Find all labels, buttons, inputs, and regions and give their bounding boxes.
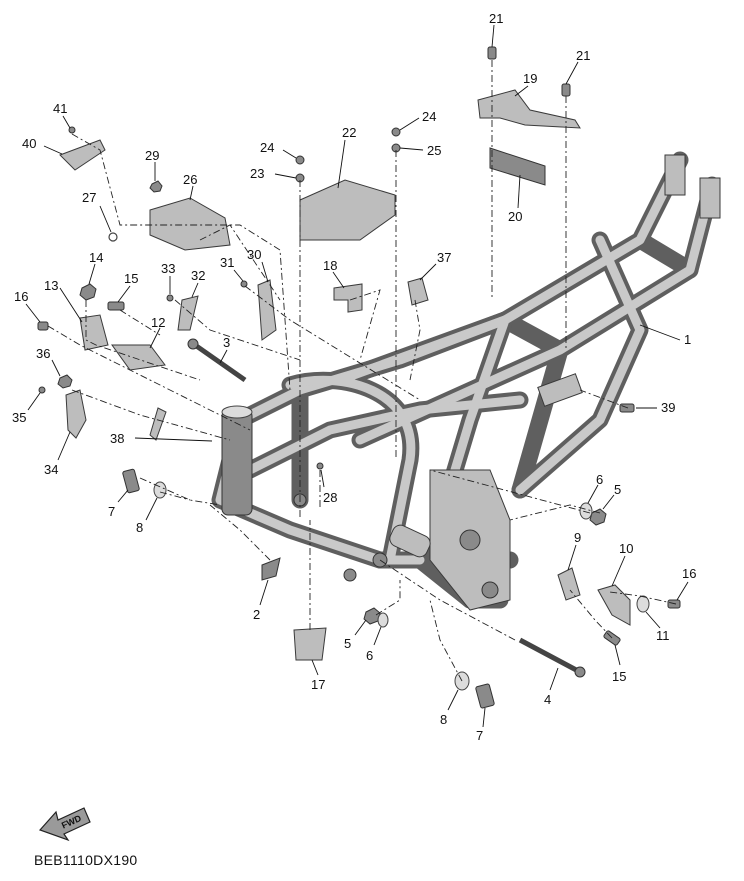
part-30-bracket: [257, 279, 277, 341]
part-21-bolt-left: [487, 46, 497, 60]
callout-9: 9: [574, 530, 581, 545]
callout-15-left: 15: [124, 271, 138, 286]
callout-29: 29: [145, 148, 159, 163]
callout-10: 10: [619, 541, 633, 556]
callout-31: 31: [220, 255, 234, 270]
callout-14: 14: [89, 250, 103, 265]
callout-2: 2: [253, 607, 260, 622]
callout-26: 26: [183, 172, 197, 187]
part-36-nut: [57, 374, 73, 389]
part-33-bolt: [166, 294, 174, 302]
part-15-bolt-left: [107, 301, 125, 311]
part-37-bracket: [407, 277, 429, 306]
part-17-plate: [293, 627, 327, 661]
callout-41: 41: [53, 101, 67, 116]
callout-35: 35: [12, 410, 26, 425]
callout-19: 19: [523, 71, 537, 86]
callout-21-right: 21: [576, 48, 590, 63]
part-3-bolt: [187, 338, 247, 383]
callout-28: 28: [323, 490, 337, 505]
callout-8-left: 8: [136, 520, 143, 535]
part-18-bracket: [333, 283, 363, 313]
part-5-nut-lower: [363, 607, 381, 625]
callout-6-right: 6: [596, 472, 603, 487]
callout-27: 27: [82, 190, 96, 205]
part-24-bolt-mid: [295, 155, 305, 165]
diagram-code: BEB1110DX190: [34, 852, 138, 868]
part-26-bracket: [149, 197, 231, 251]
callout-6-lower: 6: [366, 648, 373, 663]
callout-18: 18: [323, 258, 337, 273]
callout-24-right: 24: [422, 109, 436, 124]
part-14-nut: [79, 283, 97, 301]
callout-37: 37: [437, 250, 451, 265]
part-21-bolt-right: [561, 83, 571, 97]
part-22-bracket: [299, 179, 396, 241]
callout-20: 20: [508, 209, 522, 224]
part-40-bracket: [59, 139, 106, 171]
part-29-nut: [149, 180, 163, 193]
part-35-bolt: [38, 386, 46, 394]
callout-5-right: 5: [614, 482, 621, 497]
callout-1: 1: [684, 332, 691, 347]
callout-15-lower: 15: [612, 669, 626, 684]
callout-21-left: 21: [489, 11, 503, 26]
callout-8-lower: 8: [440, 712, 447, 727]
callout-25: 25: [427, 143, 441, 158]
callout-16-right: 16: [682, 566, 696, 581]
assembly-lines: [47, 60, 677, 682]
callout-22: 22: [342, 125, 356, 140]
part-16-bolt-left: [37, 321, 49, 331]
part-20-pad: [489, 147, 546, 186]
callout-36: 36: [36, 346, 50, 361]
callout-33: 33: [161, 261, 175, 276]
callout-32: 32: [191, 268, 205, 283]
callout-17: 17: [311, 677, 325, 692]
part-6-washer-right: [579, 502, 593, 520]
callout-40: 40: [22, 136, 36, 151]
part-13-bracket: [79, 314, 109, 351]
part-41-bolt: [68, 126, 76, 134]
part-24-bolt-right: [391, 127, 401, 137]
callouts: 1 2 3 4 5 5 6 6 7 7 8 8 9: [12, 11, 696, 743]
callout-12: 12: [151, 315, 165, 330]
part-32-bracket: [177, 295, 199, 331]
callout-24-mid: 24: [260, 140, 274, 155]
callout-3: 3: [223, 335, 230, 350]
part-38-plate: [149, 407, 167, 441]
part-7-bolt-left: [122, 468, 140, 494]
callout-11: 11: [656, 628, 670, 643]
callout-23: 23: [250, 166, 264, 181]
part-8-washer-left: [153, 481, 167, 499]
callout-16-left: 16: [14, 289, 28, 304]
part-4-long-bolt: [518, 637, 586, 678]
callout-34: 34: [44, 462, 58, 477]
callout-39: 39: [661, 400, 675, 415]
part-34-clamp: [65, 389, 87, 439]
part-5-nut-right: [589, 508, 607, 526]
part-27-clip: [108, 232, 118, 242]
callout-7-left: 7: [108, 504, 115, 519]
part-10-bracket: [597, 584, 631, 626]
part-19-bracket: [477, 89, 581, 129]
callout-38: 38: [110, 431, 124, 446]
callout-13: 13: [44, 278, 58, 293]
part-31-bolt: [240, 280, 248, 288]
part-11-washer: [636, 595, 650, 613]
part-9-bracket: [557, 567, 581, 601]
part-12-bracket: [111, 344, 166, 371]
part-7-bolt-lower: [475, 683, 495, 709]
callout-30: 30: [247, 247, 261, 262]
callout-7-lower: 7: [476, 728, 483, 743]
part-6-washer-lower: [377, 612, 389, 628]
part-2-collar: [261, 557, 281, 581]
callout-4: 4: [544, 692, 551, 707]
fwd-arrow-icon: FWD: [38, 807, 91, 842]
callout-5-lower: 5: [344, 636, 351, 651]
part-28-nut: [316, 462, 324, 470]
main-frame: [211, 151, 721, 611]
